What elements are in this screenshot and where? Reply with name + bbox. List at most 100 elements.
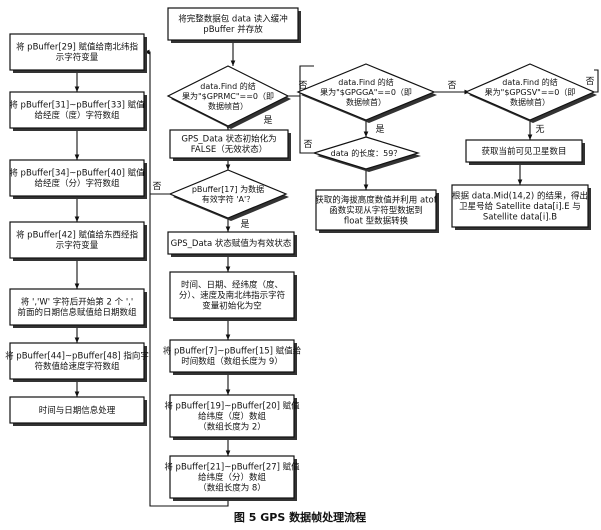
left-step-7: 时间与日期信息处理	[9, 396, 147, 426]
left-step-3-line-2: 给经度（分）字符数组	[34, 178, 120, 189]
decision-gpgga-line-2: 果为"$GPGGA"==0（即	[320, 87, 412, 97]
decision-gpgga-frame	[296, 63, 436, 121]
left-step-1-frame	[9, 33, 145, 71]
label-dec1-yes: 是	[263, 115, 272, 126]
flow-time-to-lat-arrowhead	[225, 389, 231, 395]
time-box-line-2: 时间数组（数组长度为 9）	[181, 356, 283, 367]
init-box-line-2: 分）、速度及南北纬指示字符	[179, 290, 285, 301]
flow-length-to-process-arrowhead	[363, 184, 369, 190]
label-dec1-no: 否	[298, 80, 307, 91]
gga-process-box-line-1: 获取的海拔高度数值并利用 atof	[315, 194, 437, 205]
label-length-no: 否	[303, 139, 312, 150]
flow-length-no	[299, 96, 314, 154]
label-gga-yes: 是	[375, 124, 384, 135]
label-gsv-no: 否	[585, 76, 594, 87]
start-box-frame	[167, 7, 299, 41]
left-step-4-frame	[9, 221, 145, 259]
decision-valid-a-line-1: pBuffer[17] 为数据	[192, 184, 264, 194]
gsv-process-box-line-3: Satellite data[i].B	[483, 212, 557, 222]
gga-process-box-line-2: 函数实现从字符型数据到	[329, 205, 423, 216]
left-step-7-line-1: 时间与日期信息处理	[39, 405, 116, 416]
left-flow-2-arrowhead	[74, 154, 80, 160]
label-gga-no: 否	[447, 80, 456, 91]
gsv-count-box: 获取当前可见卫星数目	[465, 139, 585, 165]
lat-box-line-2: 给纬度（度）数组	[198, 411, 267, 422]
decision-gpgsv-line-2: 果为"$GPGSV"==0（即	[485, 87, 576, 97]
left-step-5-line-1: 将 ','W' 字符后开始第 2 个 ','	[21, 297, 133, 308]
left-step-1-line-2: 示字符变量	[56, 52, 99, 63]
flow-lat-to-latmin-arrowhead	[225, 450, 231, 456]
start-box-line-1: 将完整数据包 data 读入缓冲	[178, 14, 288, 25]
latmin-box-line-3: （数组长度为 8）	[198, 482, 266, 493]
flow-init-to-time-arrowhead	[225, 334, 231, 340]
flow-start-to-dec1-arrowhead	[230, 60, 236, 66]
left-flow-1-arrowhead	[74, 86, 80, 92]
label-dec2-no: 否	[152, 181, 161, 192]
time-box-frame	[169, 339, 295, 373]
gps-false-box-line-2: FALSE（无效状态）	[191, 144, 267, 155]
left-step-5-line-2: 前面的日期信息赋值给日期数组	[17, 307, 137, 318]
latmin-box-line-1: 将 pBuffer[21]~pBuffer[27] 赋值	[164, 461, 300, 472]
left-step-2-line-2: 给经度（度）字符数组	[34, 110, 120, 121]
label-dec2-yes: 是	[240, 219, 249, 230]
latmin-box-frame	[169, 455, 295, 499]
decision-gpgga-line-3: 数据帧首）	[346, 97, 386, 107]
left-step-7-frame	[9, 396, 145, 424]
init-box-line-3: 变量初始化为空	[202, 300, 262, 311]
init-box-frame	[169, 271, 295, 319]
left-step-6-frame	[9, 342, 145, 380]
decision-length-line-1: data 的长度：59？	[331, 148, 402, 158]
left-flow-4-arrowhead	[74, 283, 80, 289]
decision-gprmc-line-1: data.Find 的结	[200, 81, 256, 91]
decision-gpgsv-line-1: data.Find 的结	[502, 77, 558, 87]
latmin-box-line-2: 给纬度（分）数组	[198, 472, 267, 483]
decision-gprmc-frame	[166, 65, 290, 127]
left-flow-6-arrowhead	[74, 391, 80, 397]
flow-count-to-process-arrowhead	[517, 179, 523, 185]
lat-box: 将 pBuffer[19]~pBuffer[20] 赋值给纬度（度）数组（数组长…	[164, 394, 300, 440]
left-step-4-line-1: 将 pBuffer[42] 赋值给东西经指	[16, 230, 139, 241]
decision-length-frame	[311, 136, 421, 170]
gps-valid-box-frame	[167, 231, 295, 255]
lat-box-frame	[169, 394, 295, 438]
time-box-line-1: 将 pBuffer[7]~pBuffer[15] 赋值给	[163, 346, 302, 357]
connector-lines	[74, 40, 599, 507]
flow-gsv-to-count-arrowhead	[527, 134, 533, 140]
decision-gprmc-line-3: 数据帧首）	[208, 101, 248, 111]
gsv-process-box-line-1: 根据 data.Mid(14,2) 的结果，得出	[452, 190, 588, 201]
decision-gprmc-line-2: 果为"$GPRMC"==0（即	[182, 91, 274, 101]
left-flow-3-arrowhead	[74, 216, 80, 222]
gps-valid-box-line-1: GPS_Data 状态赋值为有效状态	[171, 238, 292, 249]
gsv-count-box-line-1: 获取当前可见卫星数目	[481, 146, 566, 157]
gps-false-box-line-1: GPS_Data 状态初始化为	[181, 134, 276, 145]
gps-false-box-frame	[169, 129, 289, 159]
flow-gga-to-length-arrowhead	[363, 131, 369, 137]
figure-caption: 图 5 GPS 数据帧处理流程	[234, 510, 366, 524]
decision-gpgsv-line-3: 数据帧首）	[510, 97, 550, 107]
gsv-process-box-line-2: 卫星号给 Satellite data[i].E 与	[459, 201, 581, 212]
gga-process-box-frame	[315, 189, 437, 231]
left-step-6-line-1: 将 pBuffer[44]~pBuffer[48] 指向字	[5, 351, 149, 362]
left-flow-5-arrowhead	[74, 337, 80, 343]
decision-gpgsv-frame	[464, 63, 596, 121]
flow-dec2-to-valid-arrowhead	[225, 226, 231, 232]
lat-box-line-1: 将 pBuffer[19]~pBuffer[20] 赋值	[164, 400, 300, 411]
left-step-5: 将 ','W' 字符后开始第 2 个 ','前面的日期信息赋值给日期数组	[9, 288, 147, 328]
gps-valid-box: GPS_Data 状态赋值为有效状态	[167, 231, 297, 257]
flow-gsv-no	[594, 69, 599, 93]
